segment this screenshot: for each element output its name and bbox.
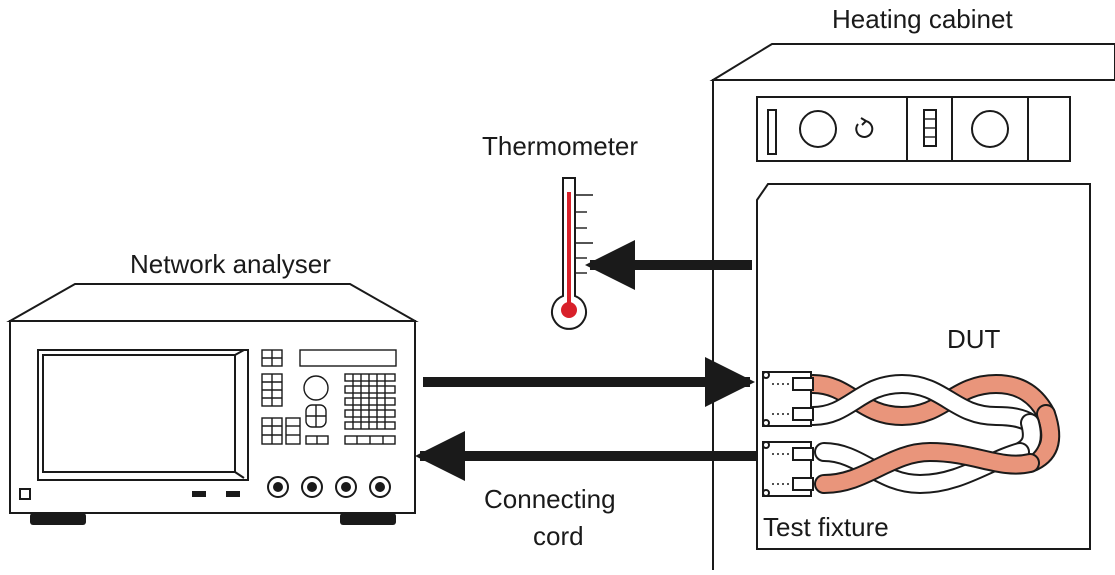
fixture-connector-lower xyxy=(762,441,814,497)
fixture-connector-upper xyxy=(762,371,814,427)
analyser-keypad[interactable] xyxy=(261,349,397,445)
usb-port xyxy=(192,491,206,497)
power-button[interactable] xyxy=(19,488,31,500)
network-analyser-label: Network analyser xyxy=(130,249,331,279)
thermometer xyxy=(551,177,593,330)
thermometer-label: Thermometer xyxy=(482,131,638,161)
test-fixture-label: Test fixture xyxy=(763,512,889,542)
panel-knob-icon[interactable] xyxy=(971,110,1009,148)
connecting-cord-label-line1: Connecting xyxy=(484,484,616,514)
test-fixture xyxy=(762,371,814,497)
dut-label: DUT xyxy=(947,324,1001,354)
analyser-display-strip xyxy=(299,349,397,367)
heating-cabinet-label: Heating cabinet xyxy=(832,4,1013,34)
usb-port xyxy=(226,491,240,497)
mercury-bulb xyxy=(561,302,577,318)
analyser-screen xyxy=(37,349,249,481)
analyser-rf-ports[interactable] xyxy=(267,476,391,498)
rotate-icon[interactable] xyxy=(855,117,874,138)
cabinet-control-panel xyxy=(756,96,1071,162)
dut-cable xyxy=(803,373,1061,495)
panel-dial-icon[interactable] xyxy=(799,110,837,148)
panel-slot-icon xyxy=(767,109,777,155)
network-analyser xyxy=(6,283,419,525)
connecting-cord-label-line2: cord xyxy=(533,521,584,551)
signal-arrows xyxy=(415,240,757,481)
